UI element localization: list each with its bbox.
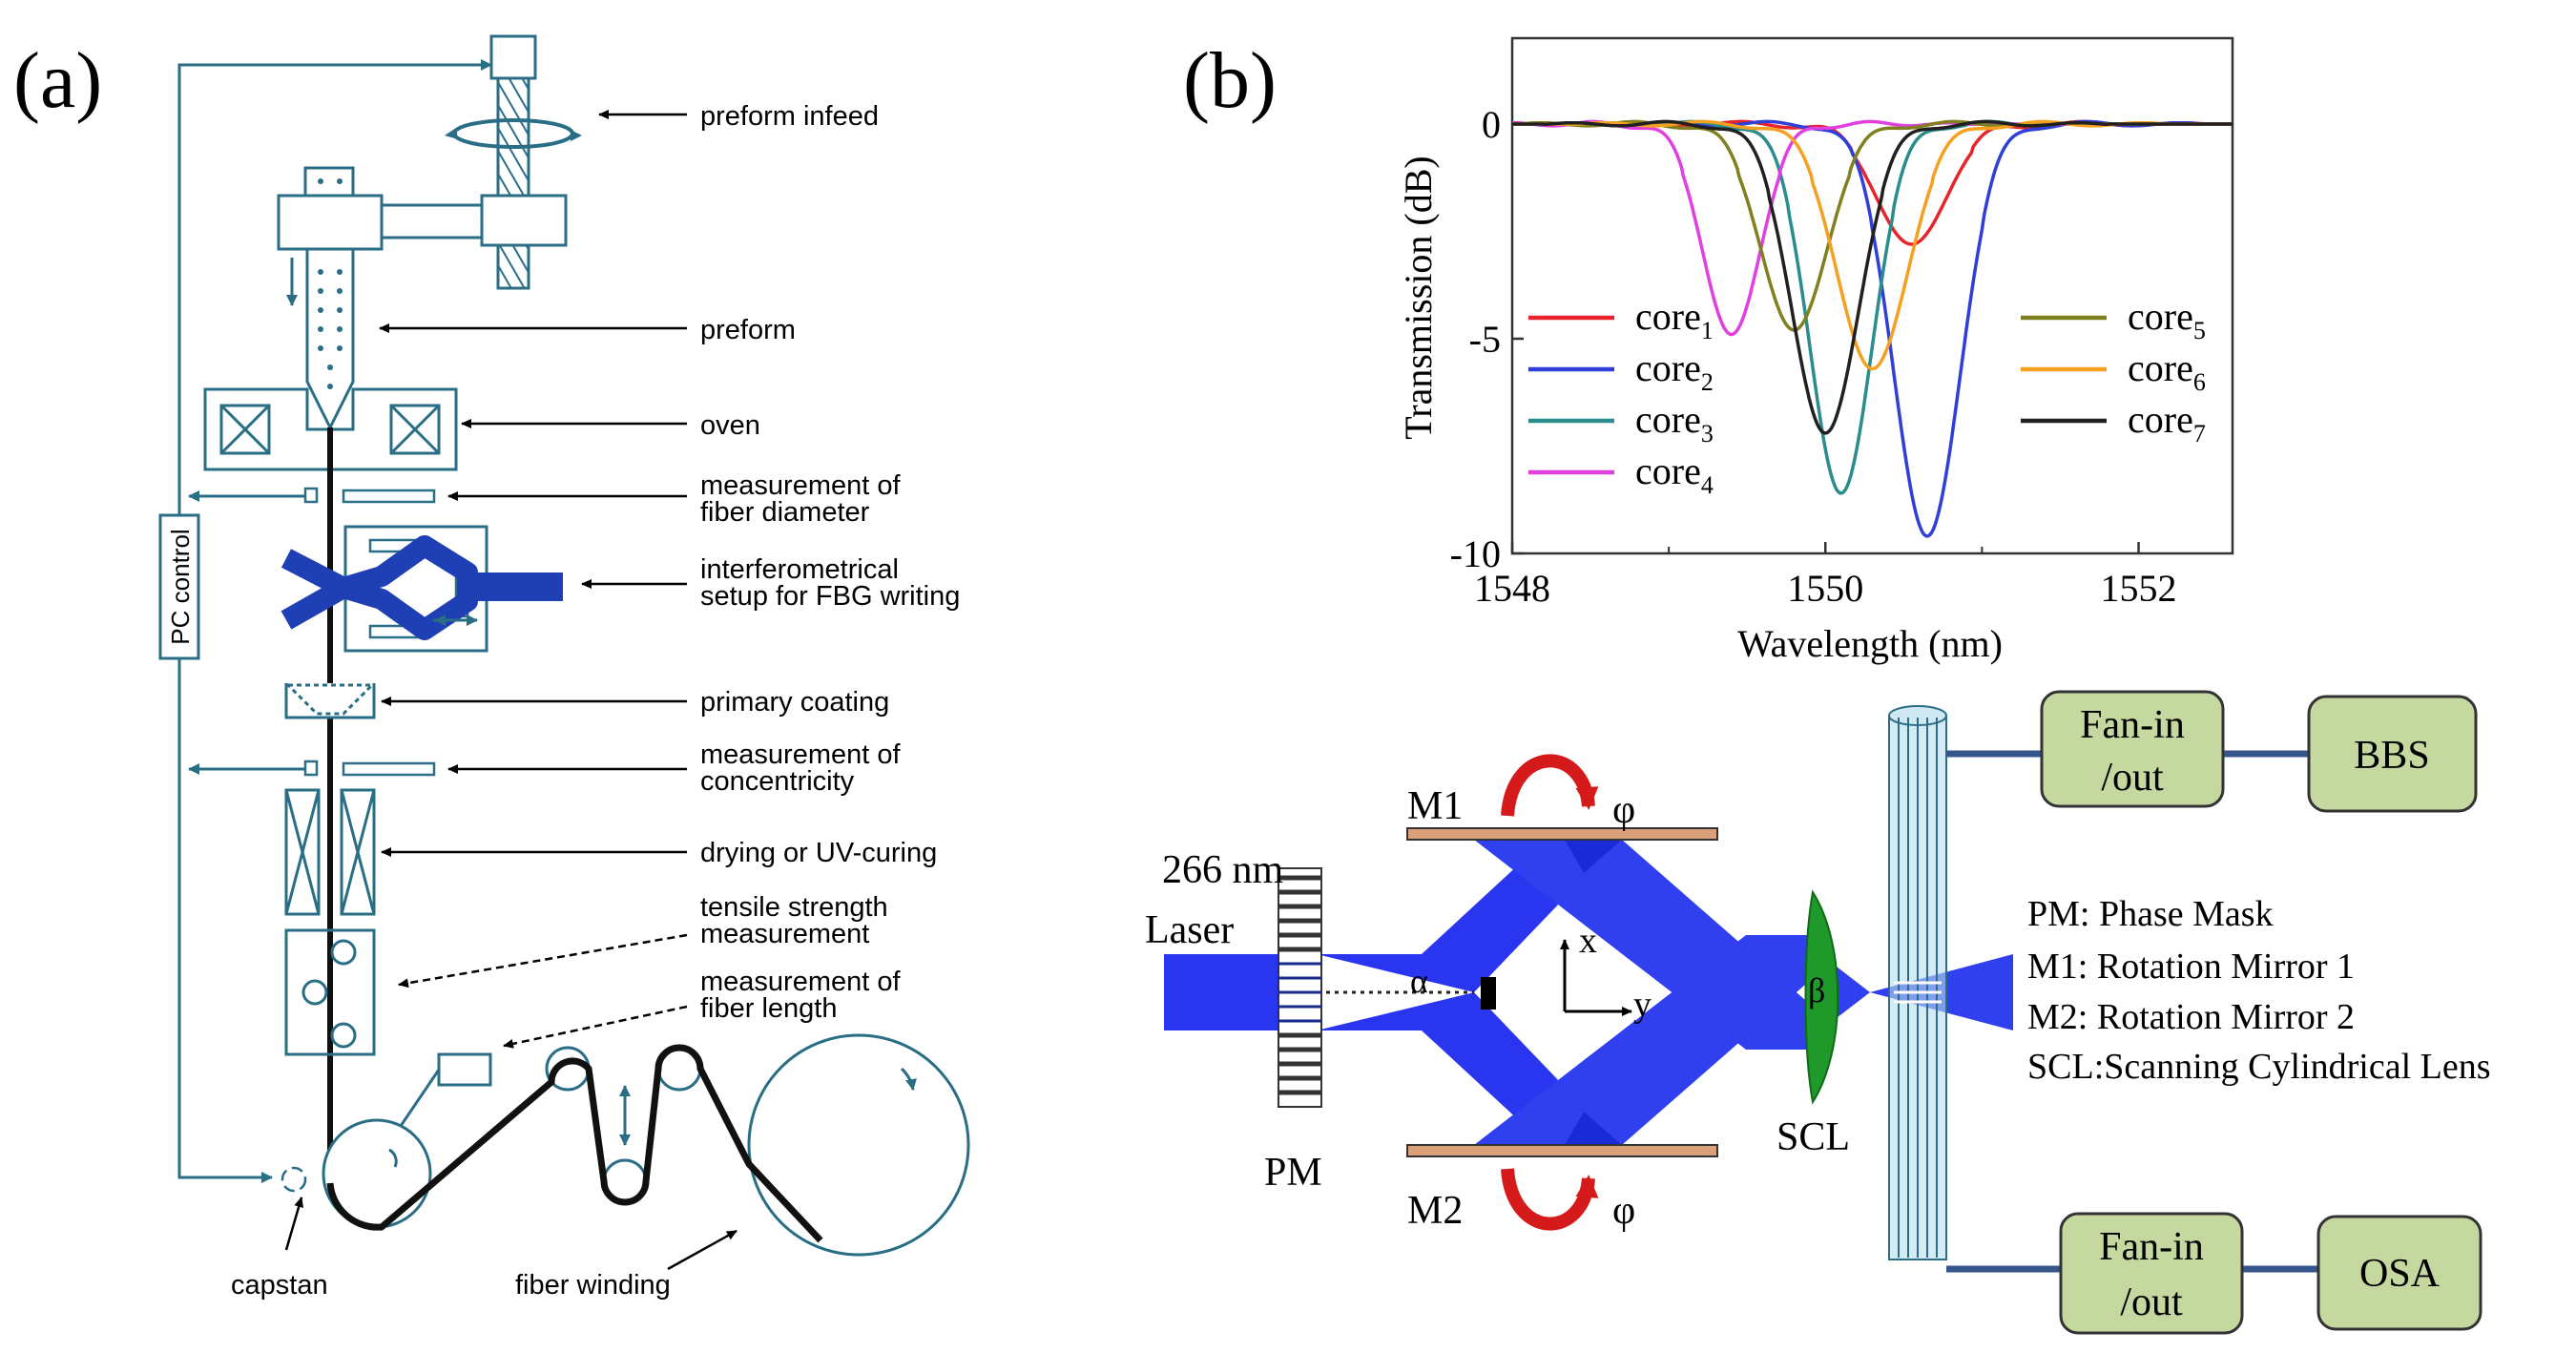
- fanin-bottom: Fan-in /out: [2059, 1212, 2244, 1335]
- preform-assembly: [277, 166, 384, 431]
- fanin-top-line1: Fan-in: [2080, 703, 2185, 747]
- phi-bottom-label: φ: [1612, 1189, 1635, 1233]
- axis-ticks: 1548 1550 1552 0 -5 -10: [1450, 103, 2177, 610]
- x-tick-label: 1548: [1474, 567, 1550, 610]
- y-tick-label: -5: [1469, 318, 1501, 361]
- series-layer: [1511, 119, 2233, 538]
- fanin-top: Fan-in /out: [2040, 690, 2225, 808]
- beam-overlap-upper: [1565, 840, 1622, 873]
- label-concentricity-line1: measurement of: [700, 739, 901, 770]
- label-tensile-line1: tensile strength: [700, 892, 888, 923]
- y-axis-title: Transmission (dB): [1397, 156, 1440, 439]
- x-tick-label: 1550: [1787, 567, 1863, 610]
- mirror-m2: [1406, 1144, 1718, 1157]
- series-line-core-7: [1512, 119, 2233, 435]
- panel-b-label: (b): [1183, 36, 1277, 125]
- beam-upper-left: [1317, 840, 1584, 992]
- concentricity-measurement: [303, 760, 436, 777]
- beam-block: [1481, 977, 1496, 1010]
- label-fbg-line2: setup for FBG writing: [700, 581, 960, 612]
- scanning-cylindrical-lens: [1804, 889, 1839, 1105]
- fbg-writing-setup: [280, 525, 563, 653]
- label-preform-infeed: preform infeed: [700, 101, 879, 132]
- legend-label-core-3: core3: [1635, 398, 1714, 448]
- panel-a: (a) PC control: [13, 34, 970, 1301]
- bbs-box: BBS: [2307, 695, 2478, 813]
- laser-label: Laser: [1145, 908, 1234, 952]
- pc-control-loop: [177, 59, 492, 1183]
- legend-label-core-5: core5: [2128, 295, 2206, 344]
- rotation-arrow-m1: [1501, 754, 1599, 817]
- label-primary-coating: primary coating: [700, 687, 889, 718]
- label-fiber-winding: fiber winding: [515, 1270, 671, 1301]
- tensile-length-unit: [284, 928, 376, 1056]
- transmission-chart: 1548 1550 1552 0 -5 -10 Wavelength (nm) Trans…: [1397, 36, 2234, 665]
- fanin-top-line2: /out: [2101, 756, 2164, 800]
- scl-label: SCL: [1776, 1115, 1850, 1159]
- y-tick-label: 0: [1482, 103, 1501, 146]
- setup-legend-scl: SCL:Scanning Cylindrical Lens: [2027, 1047, 2491, 1087]
- label-fbg-line1: interferometrical: [700, 554, 899, 585]
- bbs-label: BBS: [2354, 734, 2429, 778]
- label-tensile-line2: measurement: [700, 919, 869, 949]
- panel-a-label: (a): [13, 36, 102, 125]
- plot-frame: [1510, 36, 2234, 555]
- axis-y-label: y: [1633, 985, 1652, 1025]
- diameter-measurement: [303, 487, 436, 504]
- y-tick-label: -10: [1450, 532, 1501, 575]
- legend-label-core-4: core4: [1635, 449, 1714, 499]
- beam-overlap-lower: [1565, 1112, 1622, 1145]
- pc-control-label: PC control: [166, 529, 195, 644]
- axis-x-label: x: [1579, 921, 1597, 961]
- label-oven: oven: [700, 410, 760, 441]
- label-diameter-line2: fiber diameter: [700, 497, 870, 528]
- x-tick-label: 1552: [2101, 567, 2177, 610]
- legend-label-core-7: core7: [2128, 398, 2206, 448]
- fbg-setup-diagram: Fan-in /out BBS Fan-in /out OSA 266 nm L…: [1145, 690, 2491, 1335]
- phase-mask: [1278, 867, 1322, 1108]
- winding-assembly: [280, 1033, 970, 1257]
- mirror-m1: [1406, 827, 1718, 841]
- label-drying: drying or UV-curing: [700, 838, 937, 868]
- series-line-core-2: [1512, 119, 2233, 538]
- legend-label-core-1: core1: [1635, 295, 1714, 344]
- setup-legend-m1: M1: Rotation Mirror 1: [2027, 947, 2355, 987]
- multicore-fiber: [1888, 705, 1947, 1260]
- beta-label: β: [1808, 971, 1825, 1010]
- beam-lower-left: [1317, 992, 1584, 1145]
- alpha-label: α: [1410, 962, 1428, 1000]
- pc-control-box: [158, 513, 200, 660]
- label-length-line1: measurement of: [700, 967, 901, 997]
- series-line-core-3: [1512, 119, 2233, 495]
- osa-box: OSA: [2316, 1215, 2483, 1331]
- preform-infeed-mechanism: [346, 34, 582, 290]
- pm-label: PM: [1264, 1151, 1322, 1195]
- setup-legend-m2: M2: Rotation Mirror 2: [2027, 997, 2355, 1037]
- setup-legend-pm: PM: Phase Mask: [2027, 894, 2274, 934]
- x-axis-title: Wavelength (nm): [1737, 622, 2003, 665]
- label-capstan: capstan: [231, 1270, 328, 1301]
- m1-label: M1: [1407, 784, 1463, 828]
- uv-curing-unit: [284, 788, 376, 916]
- rotation-arrow-m2: [1501, 1168, 1599, 1231]
- panel-a-annotations: [284, 110, 737, 1271]
- legend-label-core-2: core2: [1635, 346, 1714, 396]
- m2-label: M2: [1407, 1189, 1463, 1233]
- label-preform: preform: [700, 315, 796, 345]
- osa-label: OSA: [2359, 1252, 2441, 1296]
- laser-wavelength-label: 266 nm: [1162, 848, 1284, 892]
- primary-coating-unit: [284, 683, 376, 719]
- legend-label-core-6: core6: [2128, 346, 2206, 396]
- label-length-line2: fiber length: [700, 993, 838, 1024]
- label-concentricity-line2: concentricity: [700, 766, 855, 797]
- fiber-connections: [1946, 750, 2318, 1273]
- fanin-bottom-line2: /out: [2120, 1280, 2183, 1324]
- fanin-bottom-line1: Fan-in: [2099, 1225, 2204, 1269]
- label-diameter-line1: measurement of: [700, 470, 901, 501]
- phi-top-label: φ: [1612, 788, 1635, 832]
- beam-lower-mirror: [1474, 935, 1813, 1145]
- panel-b: (b) 1548 1550 1552 0 -5 -10 Wavelength (nm) T…: [1145, 36, 2491, 1335]
